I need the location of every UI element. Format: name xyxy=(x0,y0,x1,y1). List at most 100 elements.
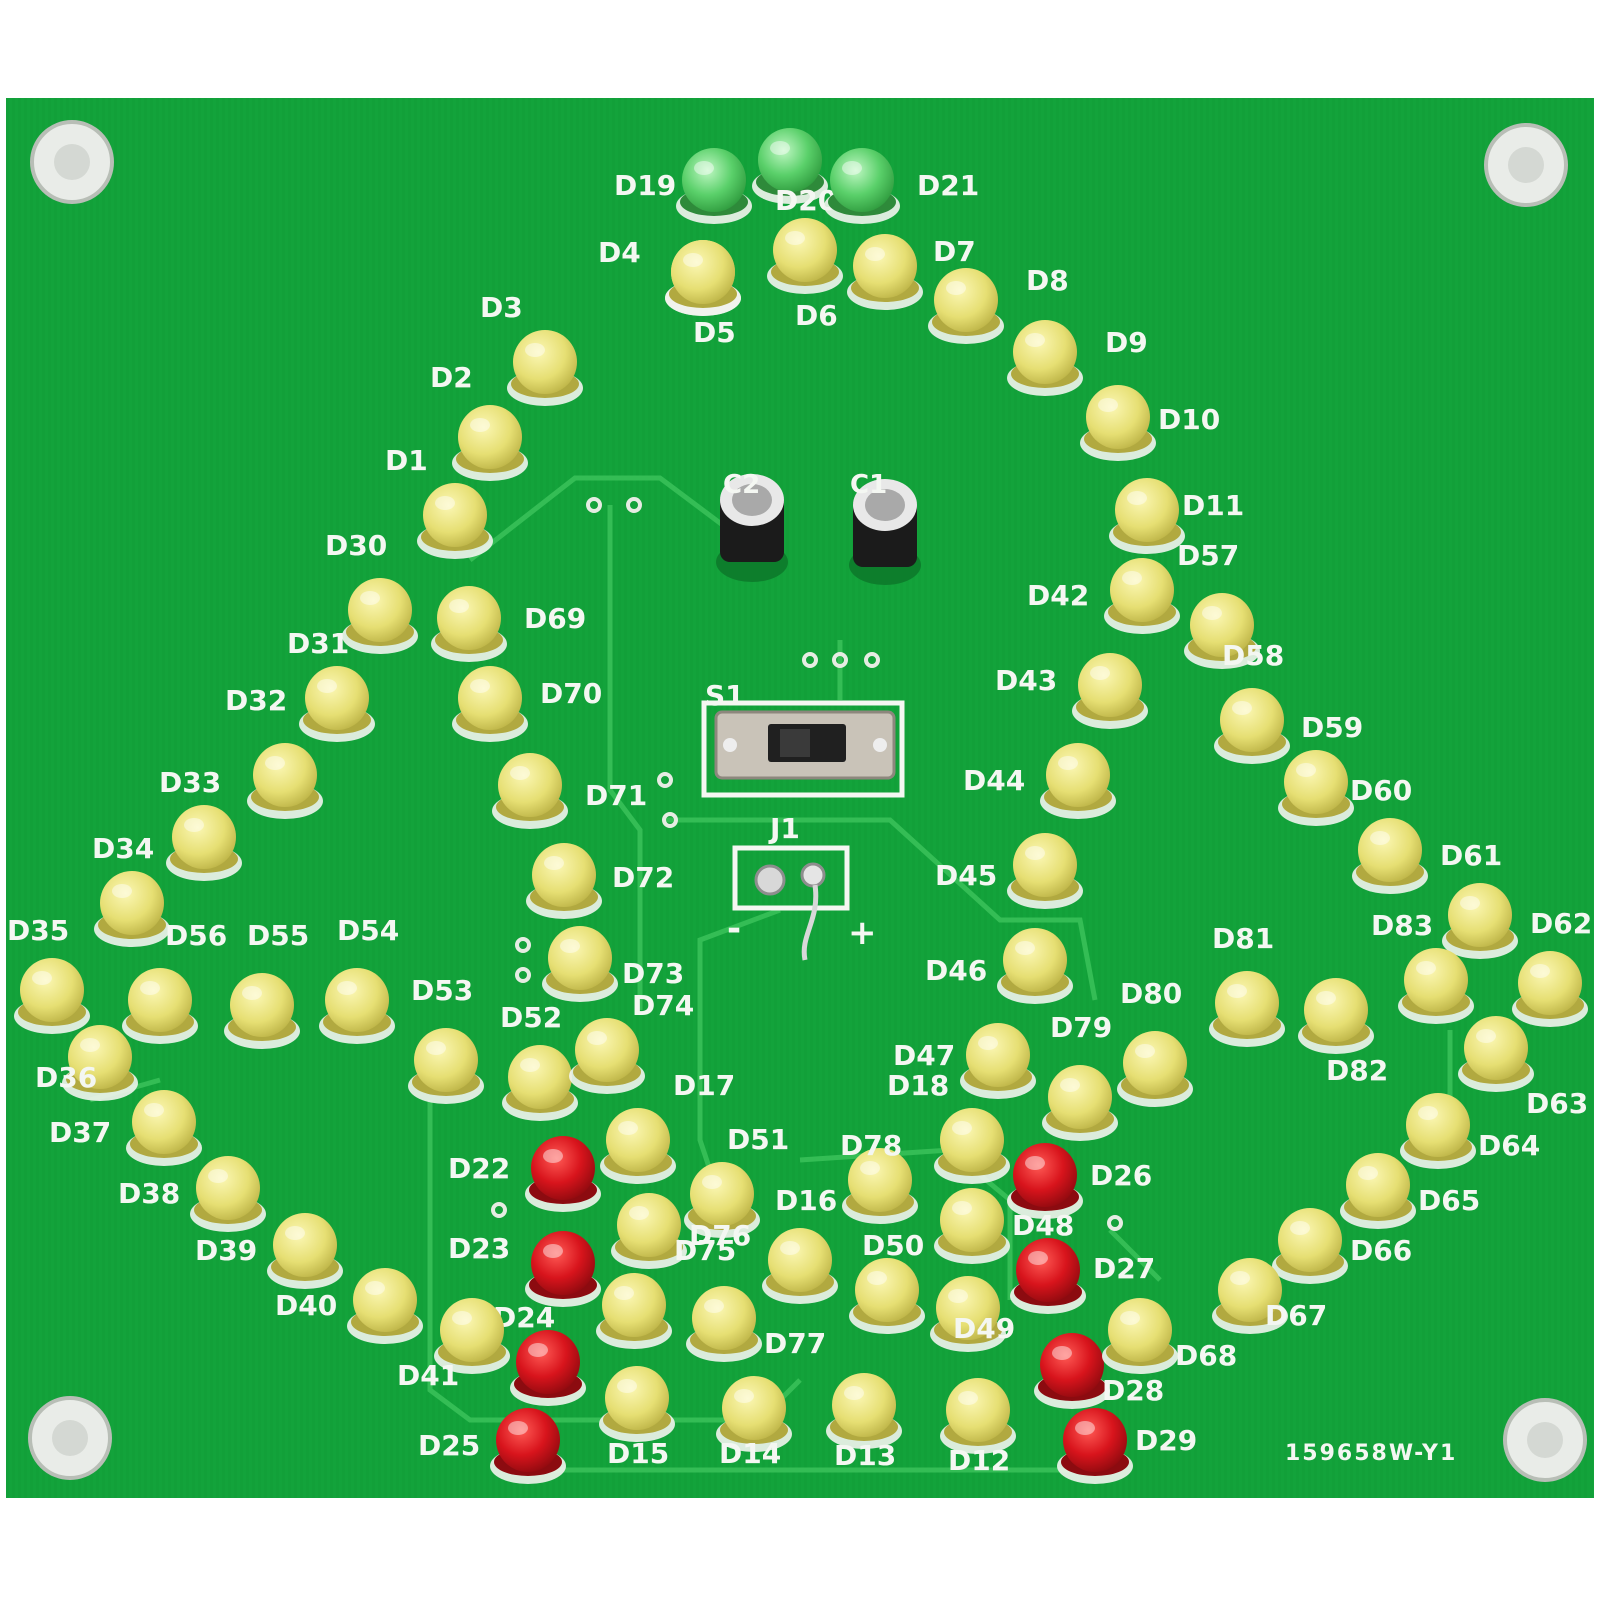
led-body xyxy=(353,1268,417,1332)
led-label: D11 xyxy=(1182,489,1244,522)
slide-switch-s1[interactable] xyxy=(701,700,905,798)
led-label: D64 xyxy=(1478,1129,1540,1162)
led-d15: D15 xyxy=(599,1366,675,1470)
led-label: D36 xyxy=(35,1061,97,1094)
led-body xyxy=(682,148,746,212)
led-label: D68 xyxy=(1175,1339,1237,1372)
led-body xyxy=(325,968,389,1032)
led-d48: D48 xyxy=(934,1188,1074,1264)
led-body xyxy=(1218,1258,1282,1322)
led-d46: D46 xyxy=(925,928,1073,1004)
led-label: D59 xyxy=(1301,711,1363,744)
led-body xyxy=(1086,385,1150,449)
led-label: D35 xyxy=(7,914,69,947)
led-label: D56 xyxy=(165,919,227,952)
led-label: D47 xyxy=(893,1039,955,1072)
led-label: D4 xyxy=(598,236,641,269)
led-d21: D21 xyxy=(824,148,979,224)
led-body xyxy=(934,268,998,332)
led-d32: D32 xyxy=(225,684,323,819)
led-label: D49 xyxy=(953,1312,1015,1345)
led-d35: D35 xyxy=(7,914,90,1034)
led-d68: D68 xyxy=(1102,1298,1237,1374)
led-label: D8 xyxy=(1026,264,1069,297)
led-body xyxy=(414,1028,478,1092)
led-d5: D5 xyxy=(665,240,741,349)
led-body xyxy=(575,1018,639,1082)
led-label: D10 xyxy=(1158,403,1220,436)
led-d30: D30 xyxy=(325,529,418,654)
led-body xyxy=(602,1273,666,1337)
led-label: D79 xyxy=(1050,1011,1112,1044)
led-d41: D41 xyxy=(397,1298,510,1392)
led-body xyxy=(832,1373,896,1437)
led-d14: D14 xyxy=(716,1376,792,1470)
led-d78: D78 xyxy=(840,1129,918,1224)
led-d16: D16 xyxy=(762,1184,838,1304)
board-serial: 159658W-Y1 xyxy=(1285,1441,1457,1466)
led-body xyxy=(496,1408,560,1472)
led-body xyxy=(605,1366,669,1430)
led-body xyxy=(128,968,192,1032)
led-body xyxy=(531,1136,595,1200)
led-d65: D65 xyxy=(1340,1153,1480,1229)
power-jack-j1[interactable] xyxy=(732,845,850,961)
led-body xyxy=(348,578,412,642)
led-d63: D63 xyxy=(1458,1016,1588,1120)
led-d10: D10 xyxy=(1080,385,1220,461)
led-d55: D55 xyxy=(224,919,309,1049)
led-label: D2 xyxy=(430,361,473,394)
led-body xyxy=(1046,743,1110,807)
led-body xyxy=(1013,320,1077,384)
led-d61: D61 xyxy=(1440,839,1518,959)
led-body xyxy=(1220,688,1284,752)
led-d2: D2 xyxy=(430,361,528,481)
led-d29: D29 xyxy=(1057,1408,1197,1484)
led-label: D32 xyxy=(225,684,287,717)
led-d12: D12 xyxy=(940,1378,1016,1477)
led-body xyxy=(1003,928,1067,992)
led-label: D13 xyxy=(834,1439,896,1472)
led-body xyxy=(273,1213,337,1277)
led-d40: D40 xyxy=(275,1268,423,1344)
led-d36: D36 xyxy=(35,1025,138,1101)
led-d59: D59 xyxy=(1278,711,1363,826)
led-body xyxy=(1358,818,1422,882)
led-d62: D62 xyxy=(1512,907,1592,1027)
led-label: D75 xyxy=(674,1234,736,1267)
led-label: D38 xyxy=(118,1177,180,1210)
led-d67: D67 xyxy=(1212,1258,1327,1334)
led-body xyxy=(1284,750,1348,814)
led-label: D70 xyxy=(540,677,602,710)
led-d44: D44 xyxy=(963,743,1116,819)
led-d1: D1 xyxy=(385,444,493,559)
led-label: D16 xyxy=(775,1184,837,1217)
led-label: D77 xyxy=(764,1327,826,1360)
led-label: D62 xyxy=(1530,907,1592,940)
led-label: D65 xyxy=(1418,1184,1480,1217)
led-d45: D45 xyxy=(935,833,1083,909)
led-label: D14 xyxy=(719,1437,781,1470)
led-label: D9 xyxy=(1105,326,1148,359)
led-body xyxy=(1448,883,1512,947)
led-d72: D72 xyxy=(526,843,674,919)
led-body xyxy=(1123,1031,1187,1095)
led-d57: D57 xyxy=(1177,539,1260,669)
led-body xyxy=(830,148,894,212)
led-label: D17 xyxy=(673,1069,735,1102)
led-d82: D82 xyxy=(1298,978,1388,1087)
led-d19: D19 xyxy=(614,148,752,224)
led-body xyxy=(1013,833,1077,897)
led-d56: D56 xyxy=(122,919,227,1044)
led-label: D31 xyxy=(287,627,349,660)
led-label: D29 xyxy=(1135,1424,1197,1457)
led-label: D30 xyxy=(325,529,387,562)
led-label: D27 xyxy=(1093,1252,1155,1285)
jack-label: J1 xyxy=(768,812,800,845)
led-d28: D28 xyxy=(1034,1333,1164,1409)
led-label: D83 xyxy=(1371,909,1433,942)
led-label: D54 xyxy=(337,914,399,947)
led-body xyxy=(1110,558,1174,622)
